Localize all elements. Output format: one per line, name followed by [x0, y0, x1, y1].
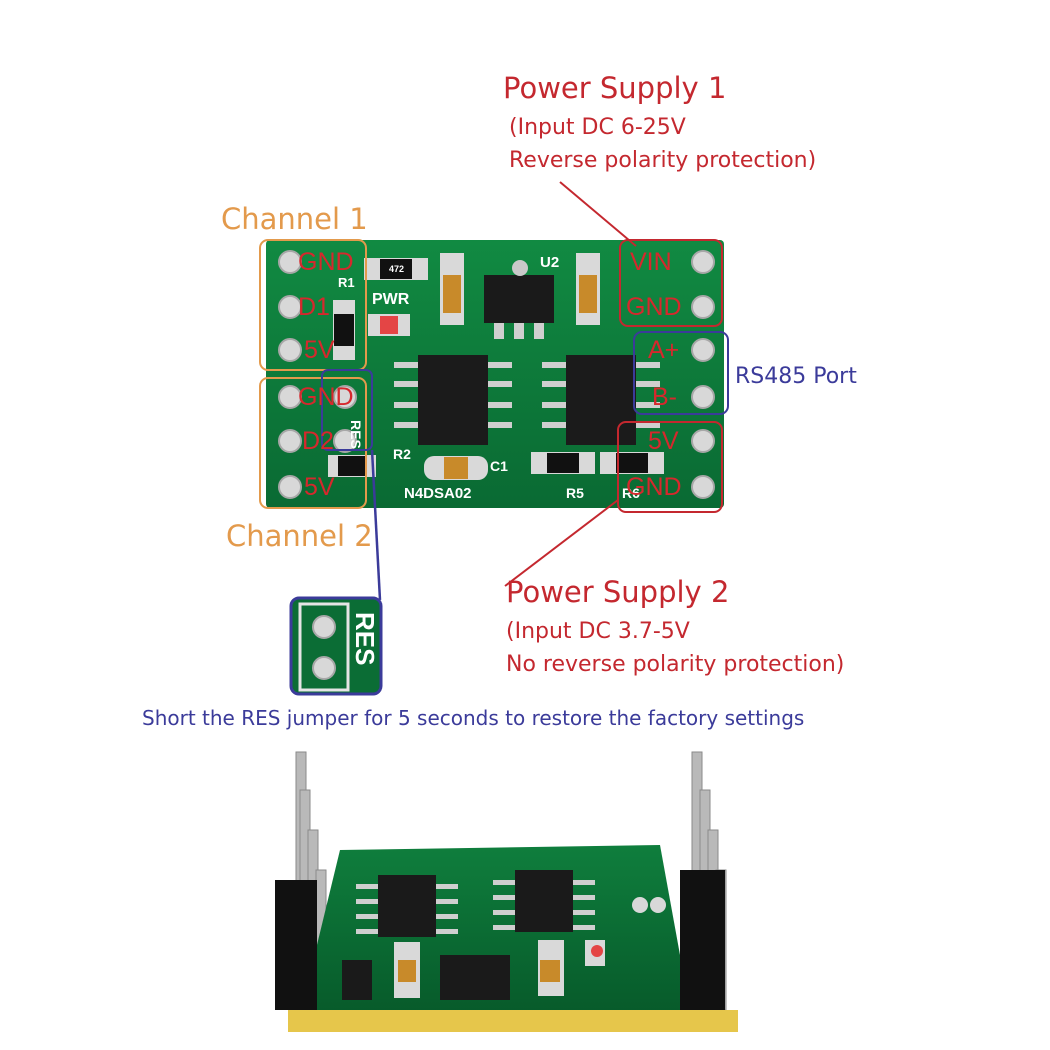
left-pin-3: 5V	[304, 336, 335, 364]
silk-r5: R5	[566, 485, 584, 501]
silk-res: RES	[348, 420, 364, 449]
left-header-pads	[278, 250, 357, 499]
silk-r2: R2	[393, 446, 411, 462]
res-jumper-zoom	[289, 596, 383, 696]
right-ic	[542, 355, 660, 445]
channel1-box	[259, 239, 367, 371]
ps1-box	[619, 239, 723, 327]
right-pin-2: GND	[626, 293, 682, 321]
rs485-label: RS485 Port	[735, 364, 857, 389]
left-pin-5: D2	[302, 427, 334, 455]
power-boxes	[617, 239, 723, 513]
res-jumper-label: RES	[350, 612, 380, 666]
left-pin-6: 5V	[304, 473, 335, 501]
ps2-box	[617, 421, 723, 513]
right-pin-4: B-	[652, 383, 677, 411]
channel2-box	[259, 377, 367, 509]
board-photo	[275, 751, 738, 1032]
regulator-u2	[484, 260, 554, 339]
blue-boxes	[321, 331, 729, 451]
left-pin-1: GND	[298, 248, 354, 276]
ps1-line1: (Input DC 6-25V	[509, 115, 686, 140]
channel1-label: Channel 1	[221, 202, 368, 236]
left-pin-4: GND	[298, 383, 354, 411]
silk-r1: R1	[338, 275, 355, 290]
ps2-leader	[504, 499, 619, 587]
right-pin-5: 5V	[648, 427, 679, 455]
silk-r6: R6	[622, 485, 640, 501]
ps2-line1: (Input DC 3.7-5V	[506, 619, 690, 644]
res-note: Short the RES jumper for 5 seconds to re…	[142, 706, 805, 730]
res-box-small	[321, 369, 373, 451]
channel2-label: Channel 2	[226, 519, 373, 553]
right-pin-6: GND	[626, 473, 682, 501]
ps1-label: Power Supply 1	[503, 71, 727, 105]
left-pin-2: D1	[298, 293, 330, 321]
silk-u2: U2	[540, 254, 560, 271]
silk-board-name: N4DSA02	[404, 485, 472, 502]
ps1-leader	[559, 181, 637, 247]
left-ic	[394, 355, 512, 445]
rs485-box	[633, 331, 729, 415]
res-leader	[370, 449, 382, 601]
capacitors	[424, 253, 600, 480]
silk-pwr: PWR	[372, 291, 410, 308]
right-pin-1: VIN	[630, 248, 672, 276]
right-pin-3: A+	[648, 336, 680, 364]
ps2-line2: No reverse polarity protection)	[506, 652, 845, 677]
resistors	[328, 258, 664, 477]
silk-c1: C1	[490, 458, 508, 474]
right-header-pads	[691, 250, 715, 499]
ps1-line2: Reverse polarity protection)	[509, 148, 817, 173]
silk-resistor-code: 472	[389, 264, 405, 274]
ps2-label: Power Supply 2	[506, 575, 730, 609]
channel-boxes	[259, 239, 367, 509]
